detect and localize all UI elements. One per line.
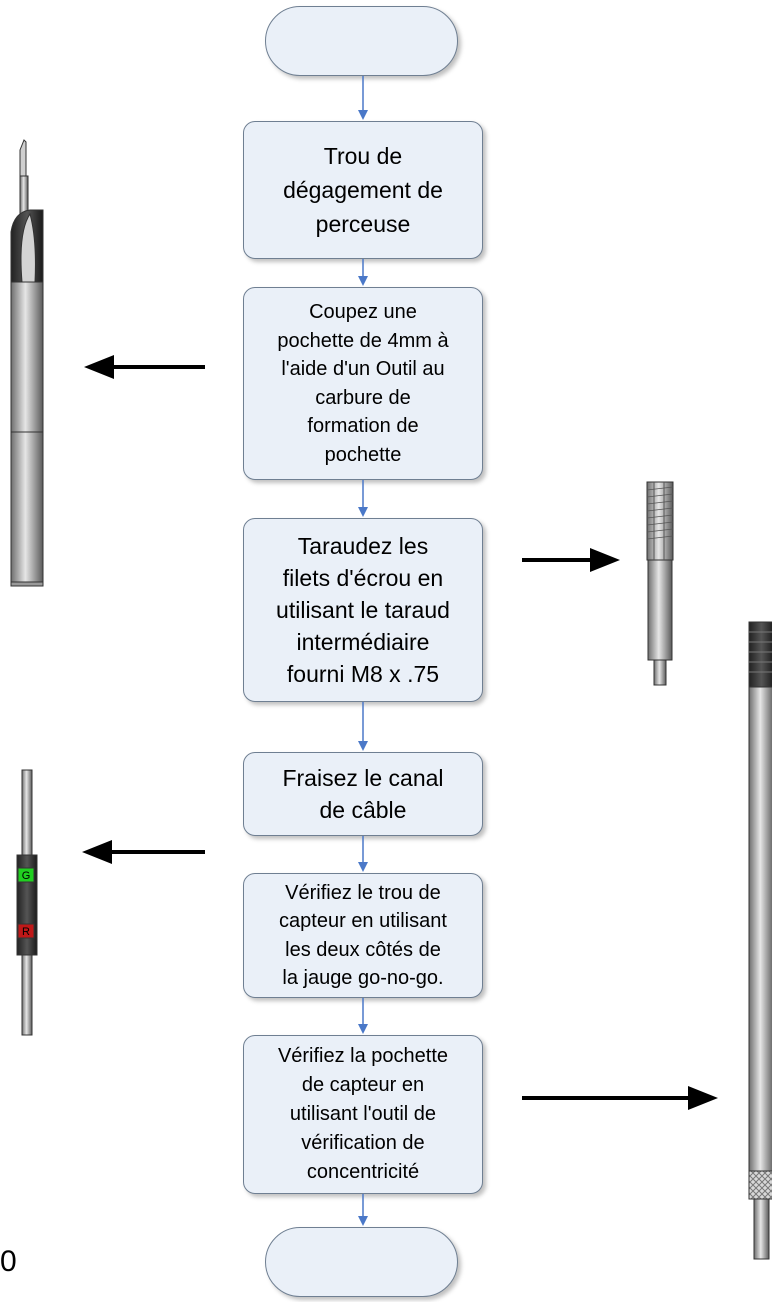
tool-arrows xyxy=(82,355,718,1110)
step-mill-text: Fraisez le canal de câble xyxy=(282,765,444,823)
page-number: 0 xyxy=(0,1245,17,1278)
concentricity-tool-icon xyxy=(748,621,772,1260)
step-check-hole-text: Vérifiez le trou de capteur en utilisant… xyxy=(279,881,447,990)
step-check-pocket-box: Vérifiez la pochette de capteur en utili… xyxy=(243,1035,483,1194)
arrow-to-pocket-tool-head xyxy=(84,355,114,379)
connector-6-arrowhead xyxy=(358,1024,368,1034)
step-check-pocket-text: Vérifiez la pochette de capteur en utili… xyxy=(277,1045,449,1183)
step-pocket-box: Coupez une pochette de 4mm à l'aide d'un… xyxy=(243,287,483,480)
connector-1-arrowhead xyxy=(358,110,368,120)
tap-icon xyxy=(646,481,674,686)
pocket-forming-tool-icon xyxy=(10,139,44,587)
step-pocket-text: Coupez une pochette de 4mm à l'aide d'un… xyxy=(277,301,449,466)
step-check-hole-box: Vérifiez le trou de capteur en utilisant… xyxy=(243,873,483,998)
connector-7-arrowhead xyxy=(358,1216,368,1226)
connector-2-arrowhead xyxy=(358,276,368,286)
connectors xyxy=(358,76,368,1226)
step-tap-box: Taraudez les filets d'écrou en utilisant… xyxy=(243,518,483,702)
arrow-to-tap-head xyxy=(590,548,620,572)
arrow-to-gauge-head xyxy=(82,840,112,864)
connector-3-arrowhead xyxy=(358,507,368,517)
arrow-to-concentricity-tool-head xyxy=(688,1086,718,1110)
nogo-mark: R xyxy=(22,926,30,938)
end-terminal xyxy=(265,1227,458,1297)
step-tap-text: Taraudez les filets d'écrou en utilisant… xyxy=(276,533,450,687)
connector-5-arrowhead xyxy=(358,862,368,872)
go-mark: G xyxy=(22,870,31,882)
connector-4-arrowhead xyxy=(358,741,368,751)
step-drill-box: Trou de dégagement de perceuse xyxy=(243,121,483,259)
step-drill-text: Trou de dégagement de perceuse xyxy=(283,143,443,237)
step-mill-box: Fraisez le canal de câble xyxy=(243,752,483,836)
start-terminal xyxy=(265,6,458,76)
go-no-go-gauge-icon: G R xyxy=(16,769,38,1036)
